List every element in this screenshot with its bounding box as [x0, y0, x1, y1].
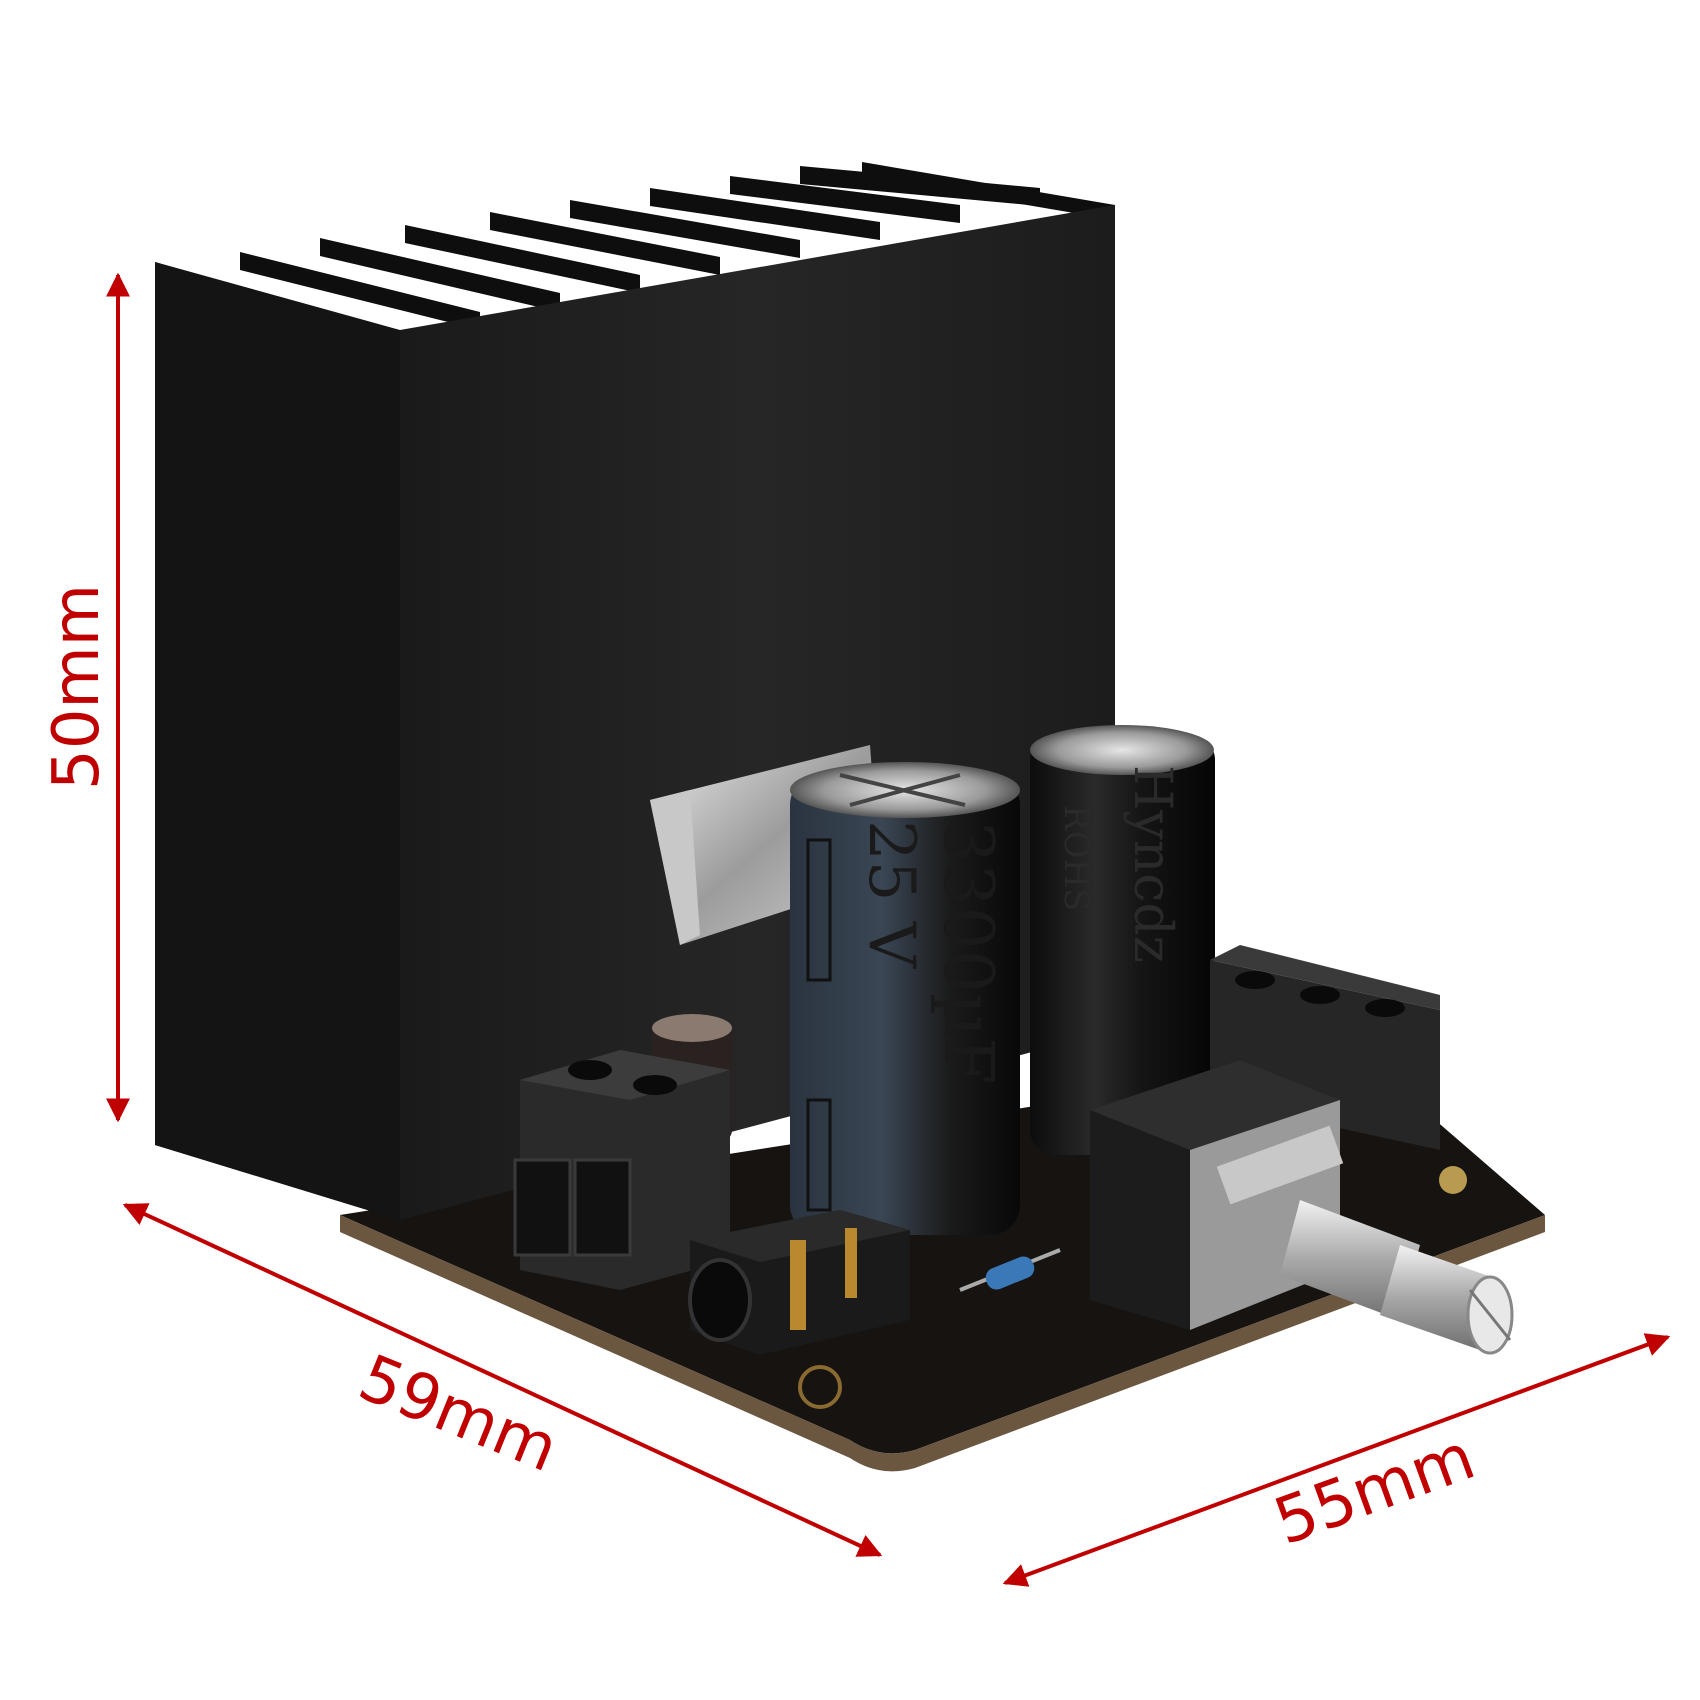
- capacitor-rating-text: 3300µF: [928, 820, 1007, 1084]
- depth-arrow: [1002, 1333, 1671, 1587]
- capacitor-rohs-text: ROHS: [1056, 805, 1096, 911]
- width-arrow: [122, 1203, 883, 1557]
- terminal-slot: [573, 1158, 632, 1257]
- volume-potentiometer[interactable]: [1090, 1060, 1344, 1330]
- width-label: 59mm: [349, 1341, 568, 1487]
- height-label: 50mm: [40, 584, 114, 790]
- dimension-height: 50mm: [40, 272, 130, 1123]
- capacitor-voltage-text: 25 V: [854, 820, 928, 970]
- mounting-hole: [1439, 1166, 1467, 1194]
- polarity-stripe: [806, 838, 832, 982]
- capacitor-right: Hyncdz ROHS: [1030, 725, 1215, 1155]
- resistor: [959, 1248, 1061, 1292]
- depth-label: 55mm: [1265, 1420, 1484, 1560]
- capacitor-brand-text: Hyncdz: [1122, 765, 1182, 963]
- capacitor-left: 3300µF 25 V: [790, 762, 1020, 1235]
- terminal-slot: [513, 1158, 572, 1257]
